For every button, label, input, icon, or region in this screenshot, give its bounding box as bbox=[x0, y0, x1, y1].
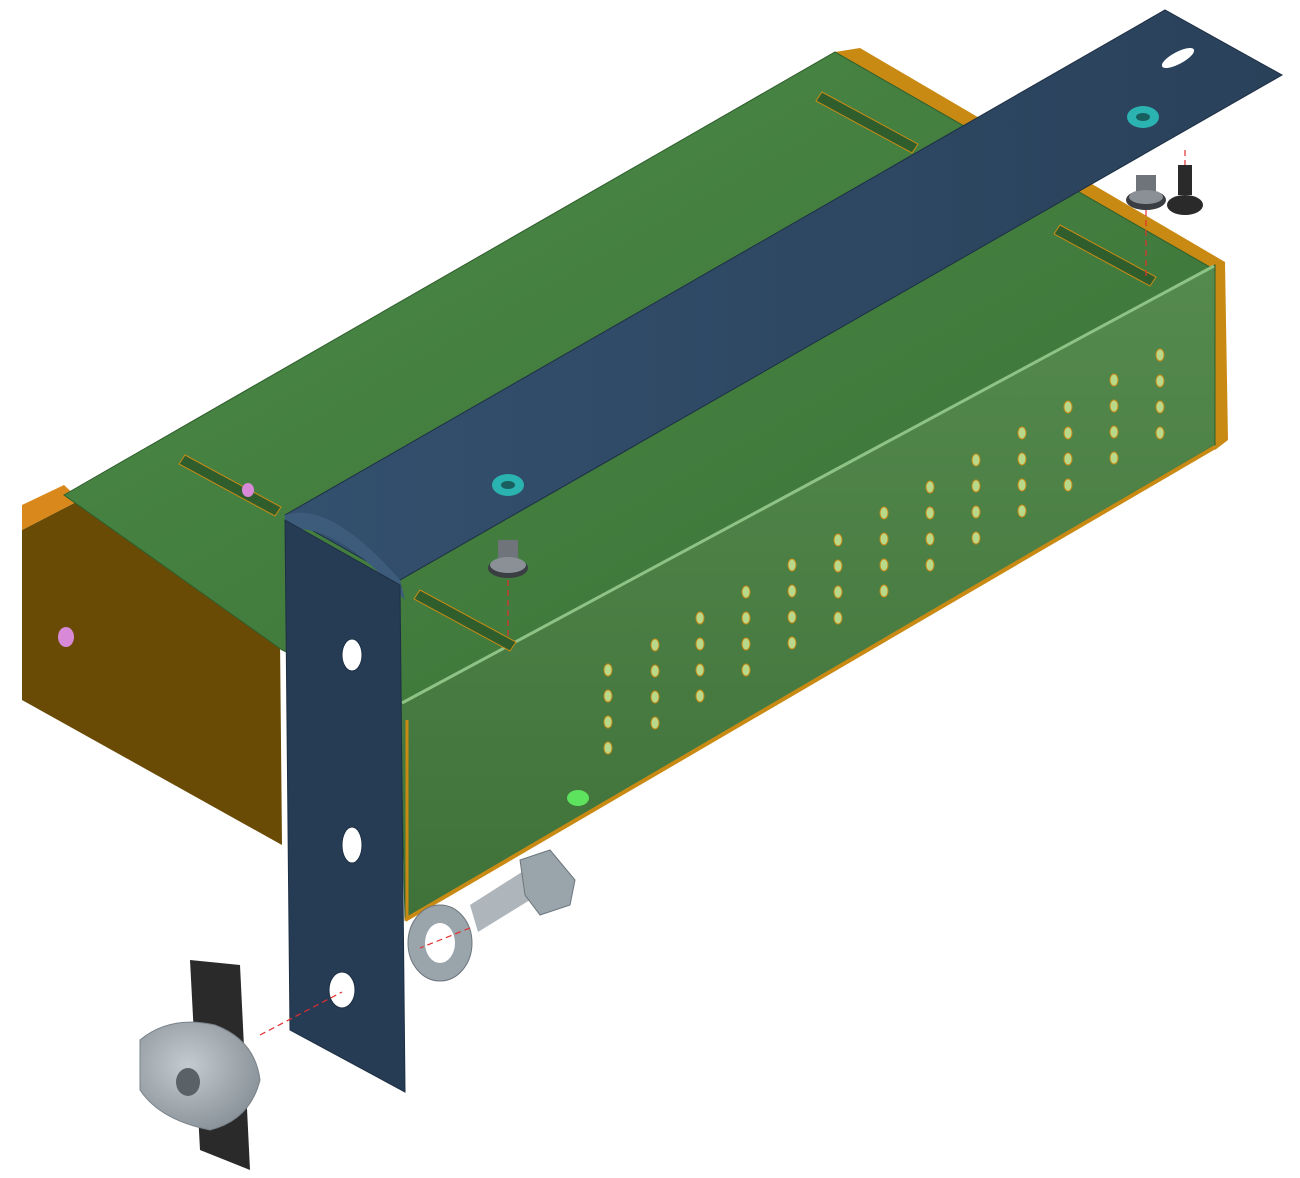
vent-hole bbox=[925, 558, 935, 572]
green-led bbox=[567, 790, 589, 806]
vent-hole bbox=[1109, 425, 1119, 439]
enclosure-end-face bbox=[22, 500, 282, 845]
axis-line-bolt bbox=[419, 927, 471, 949]
vent-hole bbox=[1063, 452, 1073, 466]
axis-line-cage-nut bbox=[259, 991, 343, 1036]
vent-holes bbox=[603, 348, 1165, 755]
vent-hole bbox=[787, 584, 797, 598]
vent-hole bbox=[695, 663, 705, 677]
vent-hole bbox=[650, 664, 660, 678]
vent-hole bbox=[833, 611, 843, 625]
bracket-hole-middle bbox=[341, 826, 363, 864]
vent-hole bbox=[971, 479, 981, 493]
vent-hole bbox=[1109, 373, 1119, 387]
standoff bbox=[1167, 165, 1203, 215]
vent-hole bbox=[695, 611, 705, 625]
vent-hole bbox=[741, 637, 751, 651]
mounting-bracket bbox=[283, 9, 1284, 1093]
vent-hole bbox=[1063, 478, 1073, 492]
vent-hole bbox=[971, 453, 981, 467]
vent-hole bbox=[879, 558, 889, 572]
vent-hole bbox=[650, 690, 660, 704]
vent-hole bbox=[695, 689, 705, 703]
vent-hole bbox=[879, 532, 889, 546]
vent-hole bbox=[603, 741, 613, 755]
bracket-end-slot bbox=[1161, 48, 1195, 68]
fasteners bbox=[139, 150, 1203, 1170]
vent-hole bbox=[603, 663, 613, 677]
vent-hole bbox=[741, 663, 751, 677]
vent-hole bbox=[925, 532, 935, 546]
bracket-hole-top bbox=[341, 638, 363, 672]
vent-hole bbox=[1017, 478, 1027, 492]
washer bbox=[407, 904, 473, 982]
vent-hole bbox=[650, 638, 660, 652]
vent-hole bbox=[1017, 426, 1027, 440]
slot-back-left bbox=[815, 91, 919, 154]
vent-hole bbox=[925, 506, 935, 520]
vent-hole bbox=[650, 716, 660, 730]
pink-pin-top bbox=[242, 483, 254, 497]
vent-hole bbox=[971, 531, 981, 545]
vent-hole bbox=[741, 585, 751, 599]
enclosure-rolled-edge bbox=[401, 264, 1215, 705]
cage-nut bbox=[139, 960, 261, 1170]
vent-hole bbox=[695, 637, 705, 651]
vent-hole bbox=[1109, 451, 1119, 465]
top-slots bbox=[178, 91, 1157, 652]
slot-back-right bbox=[1053, 224, 1157, 287]
hex-bolt bbox=[470, 849, 576, 932]
vent-hole bbox=[787, 610, 797, 624]
vent-hole bbox=[1063, 426, 1073, 440]
bracket-hole-bottom bbox=[328, 971, 356, 1009]
bracket-bend bbox=[285, 512, 405, 600]
vent-hole bbox=[925, 480, 935, 494]
vent-hole bbox=[741, 611, 751, 625]
bracket-arm bbox=[283, 9, 1284, 581]
pink-pin bbox=[58, 627, 74, 647]
vent-hole bbox=[603, 689, 613, 703]
vent-hole bbox=[1017, 504, 1027, 518]
pan-screw-back bbox=[1126, 175, 1166, 210]
slot-front-right bbox=[413, 589, 517, 652]
vent-hole bbox=[833, 559, 843, 573]
vent-hole bbox=[833, 585, 843, 599]
vent-hole bbox=[603, 715, 613, 729]
vent-hole bbox=[971, 505, 981, 519]
vent-hole bbox=[1155, 374, 1165, 388]
vent-hole bbox=[1017, 452, 1027, 466]
bracket-leg bbox=[284, 519, 406, 1093]
vent-hole bbox=[833, 533, 843, 547]
vent-hole bbox=[879, 506, 889, 520]
vent-hole bbox=[1155, 348, 1165, 362]
vent-hole bbox=[787, 636, 797, 650]
vent-hole bbox=[1109, 399, 1119, 413]
enclosure-bottom-edge bbox=[403, 445, 1217, 922]
vent-hole bbox=[787, 558, 797, 572]
vent-hole bbox=[1155, 426, 1165, 440]
vent-hole bbox=[879, 584, 889, 598]
teal-washer-front-hole bbox=[501, 481, 515, 489]
vent-hole bbox=[1063, 400, 1073, 414]
pan-screw-front bbox=[488, 540, 528, 578]
vent-hole bbox=[1155, 400, 1165, 414]
teal-washer-back-hole bbox=[1136, 113, 1150, 121]
